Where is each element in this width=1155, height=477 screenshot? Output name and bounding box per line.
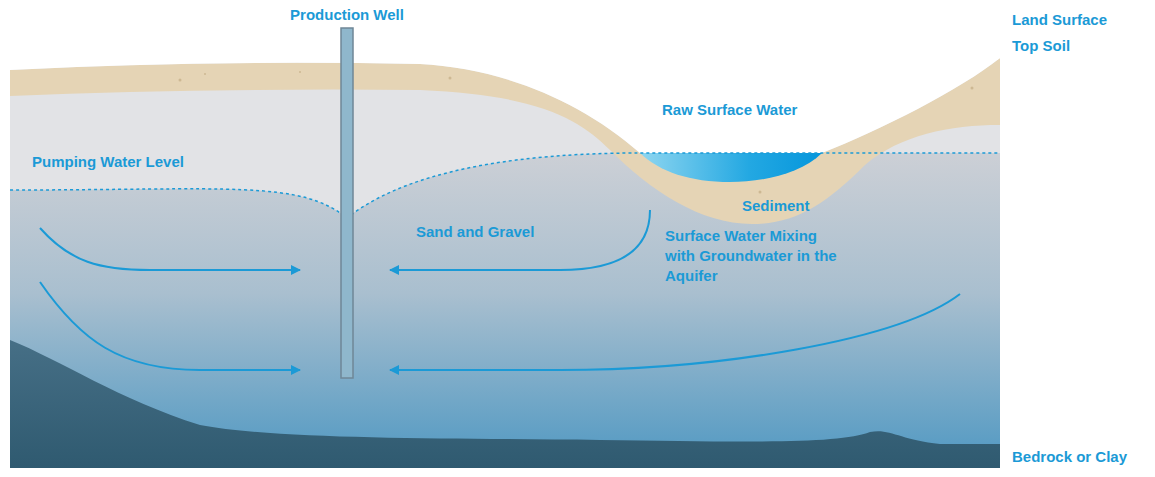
layer-label: Land Surface [1012, 10, 1107, 30]
water-table [10, 153, 1000, 218]
layer-label: Bedrock or Clay [1012, 447, 1127, 467]
water-level-label: Pumping Water Level [32, 152, 184, 172]
layer-label: Sand and Gravel [416, 222, 534, 242]
water-label: Raw Surface Water [662, 100, 797, 120]
well-casing [341, 28, 353, 378]
flow-arrows [40, 210, 960, 370]
layer-label: Sediment [742, 196, 810, 216]
well-label: Production Well [290, 5, 404, 25]
surface-water [640, 153, 822, 182]
process-note: Surface Water Mixing with Groundwater in… [665, 226, 843, 286]
layer-label: Top Soil [1012, 36, 1070, 56]
bedrock [10, 340, 1000, 468]
